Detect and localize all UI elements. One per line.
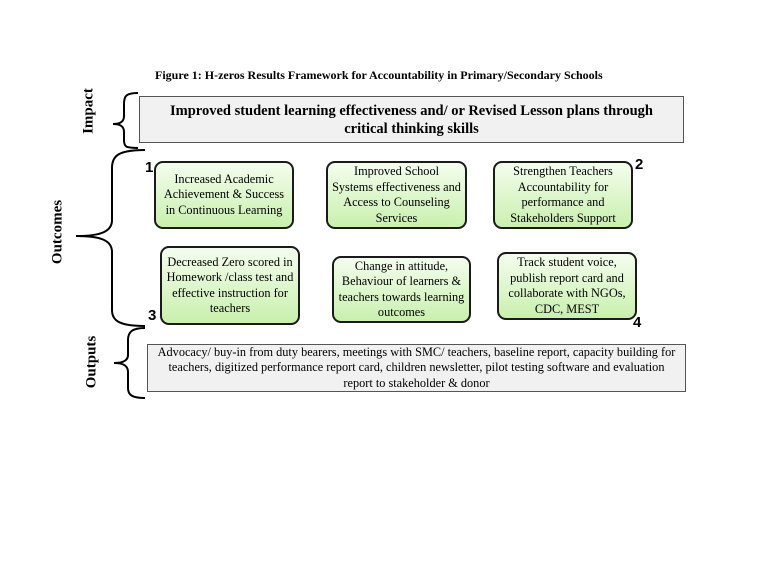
outcomes-brace <box>75 149 146 327</box>
impact-brace <box>112 92 139 149</box>
outcome-text: Improved School Systems effectiveness an… <box>332 164 461 225</box>
outcome-text: Track student voice, publish report card… <box>508 255 626 316</box>
outcome-box-5: Change in attitude, Behaviour of learner… <box>332 256 471 323</box>
outputs-box: Advocacy/ buy-in from duty bearers, meet… <box>147 344 686 392</box>
outcome-box-6: Track student voice, publish report card… <box>497 252 637 320</box>
impact-text: Improved student learning effectiveness … <box>170 102 653 137</box>
outcomes-label: Outcomes <box>49 199 66 265</box>
outputs-text: Advocacy/ buy-in from duty bearers, meet… <box>157 344 676 390</box>
outcome-number-2: 2 <box>635 156 644 173</box>
outcome-text: Change in attitude, Behaviour of learner… <box>338 258 465 320</box>
outcome-box-3: Strengthen Teachers Accountability for p… <box>493 161 633 229</box>
outcome-box-4: Decreased Zero scored in Homework /class… <box>160 246 300 325</box>
outcome-number-3: 3 <box>148 307 157 324</box>
impact-box: Improved student learning effectiveness … <box>139 96 684 143</box>
impact-label: Impact <box>80 88 97 134</box>
outcome-text: Increased Academic Achievement & Success… <box>163 171 285 217</box>
figure-caption: Figure 1: H-zeros Results Framework for … <box>155 68 603 82</box>
outcome-box-1: Increased Academic Achievement & Success… <box>154 161 294 229</box>
outcome-box-2: Improved School Systems effectiveness an… <box>326 161 467 229</box>
outcome-number-1: 1 <box>145 159 154 176</box>
outcome-number-4: 4 <box>633 314 642 331</box>
outcome-text: Strengthen Teachers Accountability for p… <box>510 164 616 225</box>
outcome-text: Decreased Zero scored in Homework /class… <box>166 254 294 316</box>
outputs-brace <box>113 327 146 399</box>
outputs-label: Outputs <box>83 335 100 389</box>
